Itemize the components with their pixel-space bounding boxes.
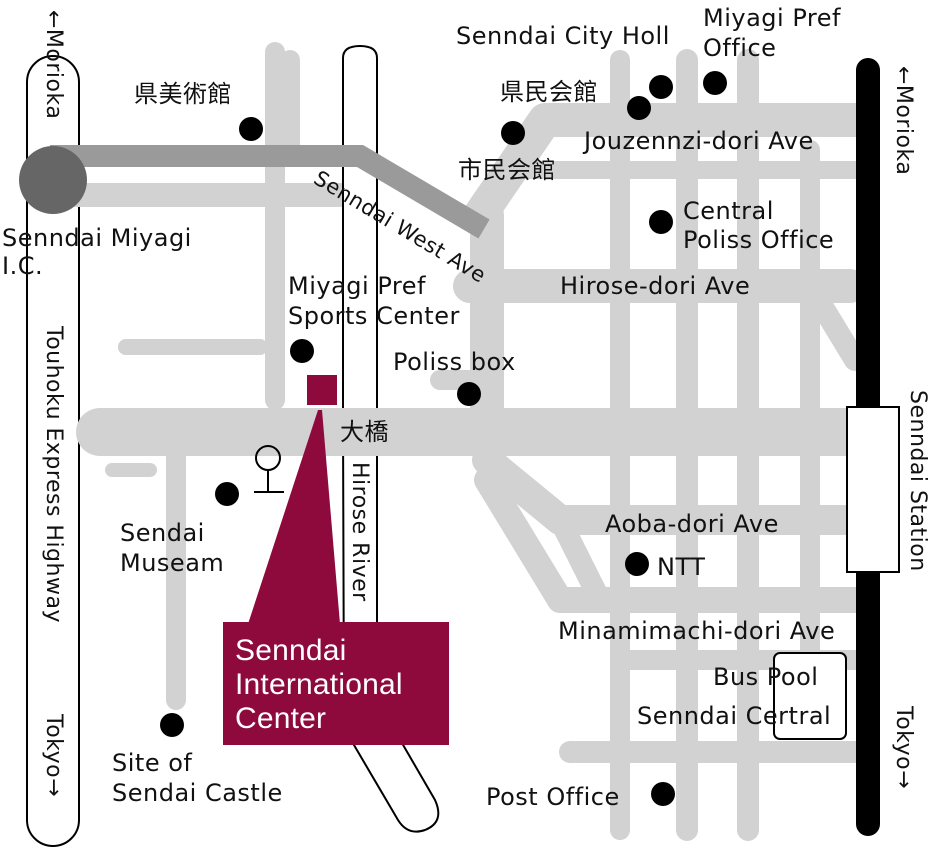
museum-dot (215, 482, 239, 506)
post-office-dot (651, 782, 675, 806)
ohashi-bridge (330, 408, 390, 456)
road-network (63, 42, 884, 841)
label-museum-2: Museam (120, 549, 225, 577)
label-shimin-kaikan: 市民会館 (458, 156, 556, 184)
label-sports-center-1: Miyagi Pref (288, 272, 426, 300)
landmark-markers (160, 71, 727, 806)
label-pref-office-2: Office (703, 34, 777, 62)
label-sports-center-2: Sports Center (288, 302, 460, 330)
label-castle-2: Sendai Castle (112, 779, 283, 807)
label-bus-pool-2: Senndai Certral (637, 702, 832, 730)
label-aoba-dori: Aoba-dori Ave (605, 510, 779, 538)
sports-center-dot (290, 339, 314, 363)
label-central-police-1: Central (683, 197, 774, 225)
label-tokyo-left: Tokyo→ (41, 714, 66, 798)
sendai-international-center-callout[interactable]: Senndai International Center (223, 622, 449, 745)
label-ntt: NTT (657, 553, 706, 581)
center-pointer (248, 410, 340, 624)
label-art-museum: 県美術館 (134, 80, 232, 108)
center-name-line-1: Senndai (235, 634, 347, 667)
label-museum-1: Sendai (120, 519, 205, 547)
center-name-line-3: Center (235, 702, 327, 735)
label-kenmin-kaikan: 県民会館 (500, 78, 598, 106)
sendai-miyagi-ic-marker (19, 146, 87, 214)
museum-symbol-icon (254, 445, 284, 493)
label-jouzenji: Jouzennzi-dori Ave (584, 127, 814, 155)
label-bus-pool-1: Bus Pool (713, 663, 819, 691)
label-hirose-river: Hirose River (347, 462, 372, 602)
touhoku-expressway (26, 55, 80, 847)
center-location-marker (307, 375, 337, 405)
label-castle-1: Site of (112, 749, 193, 777)
label-city-hall: Senndai City Holl (456, 22, 670, 50)
label-minamimachi: Minamimachi-dori Ave (558, 617, 836, 645)
castle-dot (160, 713, 184, 737)
sendai-station-box (846, 406, 900, 573)
art-museum-dot (239, 117, 263, 141)
label-touhoku-highway: Touhoku Express Highway (41, 326, 66, 623)
label-sendai-station: Senndai Station (905, 390, 930, 572)
police-box-dot (457, 382, 481, 406)
pref-office-dot (703, 71, 727, 95)
ntt-dot (625, 552, 649, 576)
central-police-dot (649, 210, 673, 234)
label-ic-1: Senndai Miyagi (2, 224, 192, 252)
label-police-box: Poliss box (393, 348, 516, 376)
label-morioka-right: ←Morioka (891, 66, 916, 176)
label-morioka-left: ←Morioka (41, 10, 66, 120)
bus-pool-box (773, 652, 847, 740)
label-ic-2: I.C. (2, 252, 44, 280)
label-central-police-2: Poliss Office (683, 226, 835, 254)
west-ave (50, 145, 490, 239)
label-hirose-dori: Hirose-dori Ave (560, 272, 751, 300)
kenmin-kaikan-dot (627, 96, 651, 120)
shimin-kaikan-dot (501, 121, 525, 145)
center-name-line-2: International (235, 668, 403, 701)
label-ohashi: 大橋 (340, 418, 389, 446)
label-post-office: Post Office (486, 783, 620, 811)
label-pref-office-1: Miyagi Pref (703, 4, 841, 32)
label-tokyo-right: Tokyo→ (891, 706, 916, 790)
city-hall-dot (649, 75, 673, 99)
